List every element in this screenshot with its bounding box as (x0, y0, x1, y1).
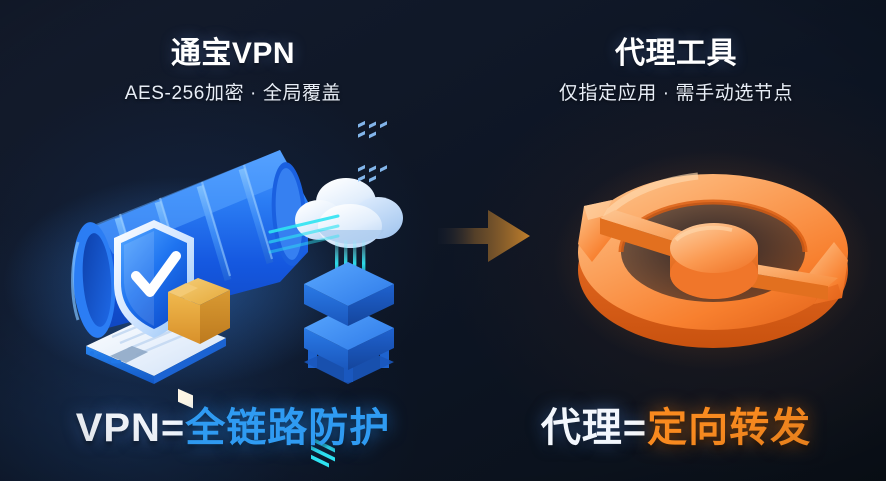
server-stack (304, 120, 394, 481)
proxy-redirect-ring-illustration (548, 140, 878, 375)
server-led-row (311, 436, 335, 468)
data-beams (268, 214, 340, 254)
arrow-right-icon (438, 210, 530, 262)
left-panel-title: 通宝VPN (170, 37, 296, 70)
right-panel-caption: 代理=定向转发 (466, 395, 886, 453)
checkmark-icon (131, 251, 181, 297)
center-hub-cylinder (670, 223, 758, 299)
right-caption-highlight: 定向转发 (647, 406, 812, 450)
left-caption-highlight: 全链路防护 (185, 406, 391, 450)
left-panel-subtitle: AES-256加密 · 全局覆盖 (124, 83, 342, 104)
vpn-tunnel-illustration (3, 120, 438, 481)
right-panel-title: 代理工具 (615, 37, 737, 70)
cloud (295, 178, 403, 248)
right-panel-subtitle: 仅指定应用 · 需手动选节点 (558, 83, 794, 104)
data-package (168, 278, 230, 409)
right-caption-prefix: 代理= (540, 406, 648, 450)
comparison-arrow (432, 196, 562, 276)
left-panel-caption: VPN=全链路防护 (0, 395, 466, 453)
left-caption-prefix: VPN= (75, 406, 186, 450)
